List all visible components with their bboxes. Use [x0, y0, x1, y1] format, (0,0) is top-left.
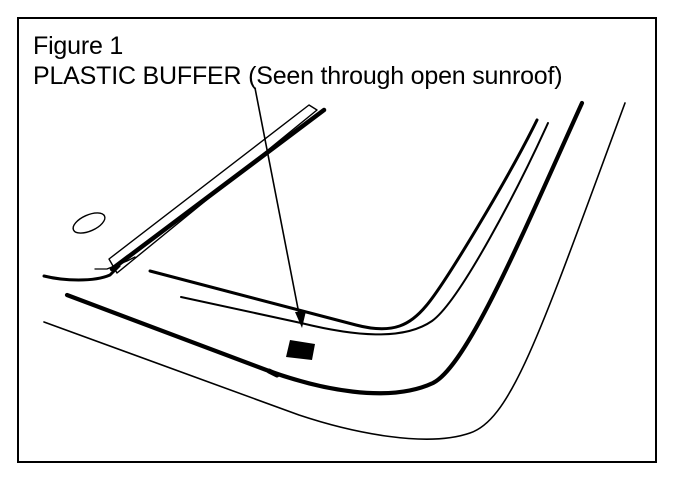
pointer-arrow-head: [295, 311, 306, 328]
pointer-arrow-shaft: [254, 87, 301, 320]
figure-label: Figure 1: [33, 32, 124, 60]
buffer-guide-line: [180, 122, 549, 336]
left-frame-contour: [42, 264, 121, 282]
plastic-buffer: [286, 340, 315, 360]
figure-caption: Figure 1 PLASTIC BUFFER (Seen through op…: [33, 31, 563, 91]
figure-title: PLASTIC BUFFER (Seen through open sunroo…: [33, 62, 563, 90]
drain-hole-oval: [72, 212, 106, 234]
sunroof-diagram: [42, 87, 626, 440]
inner-sunroof-edge: [148, 118, 539, 331]
lower-rail-notch: [266, 368, 280, 378]
middle-frame-rail: [64, 100, 585, 396]
outer-frame-rail: [43, 102, 626, 440]
upper-thick-frame-line: [109, 107, 327, 272]
figure-frame: Figure 1 PLASTIC BUFFER (Seen through op…: [17, 17, 657, 463]
